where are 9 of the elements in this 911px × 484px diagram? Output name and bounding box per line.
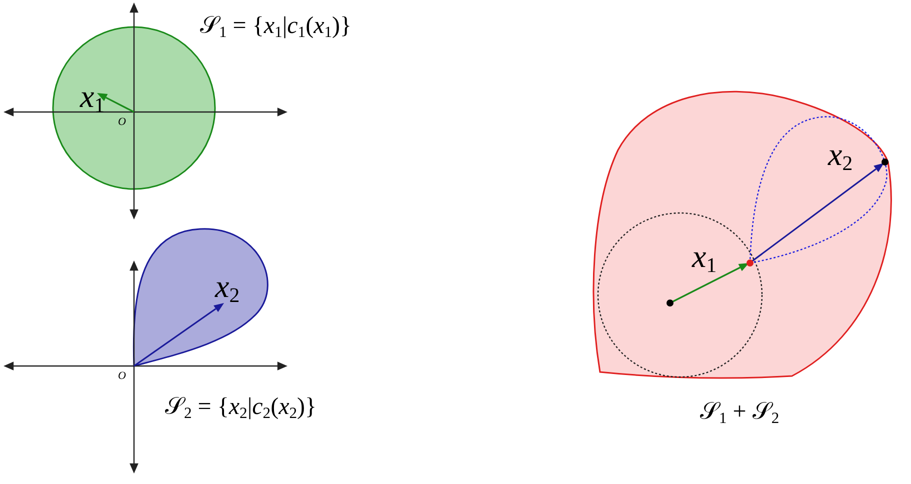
math-label: x$_{2}$ bbox=[215, 270, 240, 307]
math-label: x$_{1}$ bbox=[692, 240, 717, 277]
math-label: 𝒮$_{1}$ + 𝒮$_{2}$ bbox=[700, 400, 780, 426]
math-label: 𝒮$_{1}$ = {x$_{1}$|c$_{1}$(x$_{1}$)} bbox=[200, 14, 352, 40]
math-label: 𝒮$_{2}$ = {x$_{2}$|c$_{2}$(x$_{2}$)} bbox=[165, 395, 317, 422]
math-label: x$_{1}$ bbox=[80, 80, 105, 117]
math-label: O bbox=[118, 117, 126, 128]
math-label: O bbox=[118, 371, 126, 382]
math-label: x$_{2}$ bbox=[828, 138, 853, 175]
